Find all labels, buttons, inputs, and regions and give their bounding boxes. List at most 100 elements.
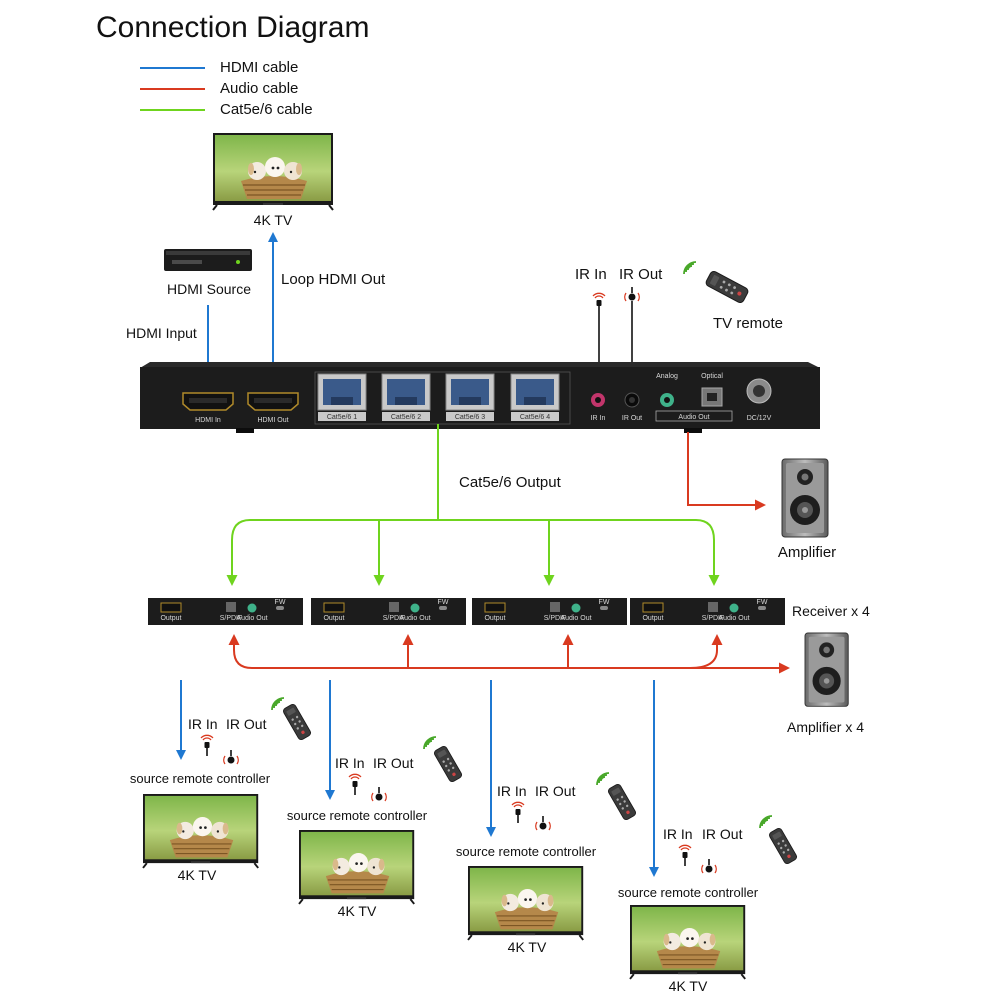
panel-cat-port-3-label: Cat5e/6 3 — [455, 414, 485, 421]
receiver-2-spdif-label: S/PDIF — [383, 615, 406, 622]
panel-cat-port-2: Cat5e/6 2 — [381, 373, 431, 421]
hdmi-source-label: HDMI Source — [167, 281, 251, 297]
amplifier-speaker-icon — [781, 458, 829, 538]
receiver-3-audio-label: Audio Out — [560, 615, 591, 622]
zone-4-tv-label: 4K TV — [669, 978, 708, 994]
receiver-3-output-label: Output — [484, 615, 505, 622]
audio-to-amplifier-cable — [687, 432, 766, 511]
legend-hdmi-label: HDMI cable — [220, 59, 298, 76]
hdmi-input-label: HDMI Input — [126, 325, 197, 341]
panel-audio-out-label: Audio Out — [678, 414, 709, 421]
top-4k-tv: 4K TV — [212, 132, 334, 228]
cat-output-cables — [226, 424, 720, 586]
zone-4-ir-in-sensor-icon — [678, 844, 692, 867]
zone-3-source-remote-label: source remote controller — [456, 844, 597, 859]
panel-dc-power-jack: DC/12V — [746, 378, 772, 422]
receiver-audio-cables — [228, 634, 790, 674]
panel-analog-label: Analog — [656, 373, 678, 380]
top-tv-label: 4K TV — [254, 212, 293, 228]
zone-2: IR In IR Out source remote controller 4K… — [287, 680, 464, 919]
receiver-2: Output S/PDIF Audio Out FW — [311, 598, 466, 625]
panel-cat-port-2-label: Cat5e/6 2 — [391, 414, 421, 421]
panel-hdmi-in-port: HDMI In — [182, 392, 234, 424]
receiver-3-spdif-label: S/PDIF — [544, 615, 567, 622]
amplifier-label: Amplifier — [778, 544, 836, 561]
receiver-4-spdif-label: S/PDIF — [702, 615, 725, 622]
panel-dc-label: DC/12V — [747, 415, 772, 422]
panel-optical-port — [701, 387, 723, 407]
zone-2-remote-icon — [423, 736, 464, 784]
tv-remote-label: TV remote — [713, 315, 783, 332]
hdmi-source-device: HDMI Source — [164, 249, 252, 297]
zone-3-ir-out-label: IR Out — [535, 783, 576, 799]
receiver-3-fw-label: FW — [599, 599, 610, 606]
receiver-4-audio-label: Audio Out — [718, 615, 749, 622]
legend: HDMI cable Audio cable Cat5e/6 cable — [140, 59, 313, 118]
zone-1-ir-in-sensor-icon — [200, 734, 214, 757]
panel-hdmi-in-label: HDMI In — [195, 417, 221, 424]
panel-ir-out-jack: IR Out — [622, 392, 642, 422]
zone-2-ir-in-sensor-icon — [348, 773, 362, 796]
zone-4-ir-out-emitter-icon — [700, 858, 718, 874]
zone-3: IR In IR Out source remote controller 4K… — [456, 680, 638, 955]
amplifier-x4-label: Amplifier x 4 — [787, 719, 864, 735]
zone-1: IR In IR Out source remote controller 4K… — [130, 680, 313, 883]
receiver-1-audio-label: Audio Out — [236, 615, 267, 622]
zone-2-ir-out-emitter-icon — [370, 786, 388, 802]
zone-2-ir-out-label: IR Out — [373, 755, 414, 771]
zone-4-remote-icon — [759, 815, 799, 866]
panel-ir-out-label: IR Out — [622, 415, 642, 422]
zone-3-ir-out-emitter-icon — [534, 815, 552, 831]
receiver-4-output-label: Output — [642, 615, 663, 622]
zone-3-ir-in-label: IR In — [497, 783, 527, 799]
zone-2-ir-in-label: IR In — [335, 755, 365, 771]
zone-3-ir-in-sensor-icon — [511, 801, 525, 824]
panel-hdmi-out-port: HDMI Out — [247, 392, 299, 424]
panel-cat-port-4-label: Cat5e/6 4 — [520, 414, 550, 421]
zone-1-ir-in-label: IR In — [188, 716, 218, 732]
receiver-2-audio-label: Audio Out — [399, 615, 430, 622]
diagram-title: Connection Diagram — [96, 11, 369, 44]
zone-2-source-remote-label: source remote controller — [287, 808, 428, 823]
receiver-2-fw-label: FW — [438, 599, 449, 606]
main-extender-device: HDMI In HDMI Out Cat5e/6 1 Cat5e/6 2 — [140, 362, 820, 433]
zone-4-source-remote-label: source remote controller — [618, 885, 759, 900]
panel-cat-port-1-label: Cat5e/6 1 — [327, 414, 357, 421]
receiver-4-fw-label: FW — [757, 599, 768, 606]
zone-1-ir-out-label: IR Out — [226, 716, 267, 732]
zone-3-tv-label: 4K TV — [508, 939, 547, 955]
panel-cat-port-3: Cat5e/6 3 — [445, 373, 495, 421]
zone-1-source-remote-label: source remote controller — [130, 771, 271, 786]
zone-3-remote-icon — [596, 772, 638, 822]
receiver-1-output-label: Output — [160, 615, 181, 622]
zone-2-tv-label: 4K TV — [338, 903, 377, 919]
loop-hdmi-out-label: Loop HDMI Out — [281, 271, 386, 288]
receiver-2-output-label: Output — [323, 615, 344, 622]
receiver-4: Output S/PDIF Audio Out FW — [630, 598, 785, 625]
zone-1-ir-out-emitter-icon — [222, 749, 240, 765]
receiver-1-spdif-label: S/PDIF — [220, 615, 243, 622]
receiver-1-fw-label: FW — [275, 599, 286, 606]
tv-remote-icon — [683, 261, 750, 305]
receiver-1: Output S/PDIF Audio Out FW — [148, 598, 303, 625]
legend-audio-label: Audio cable — [220, 80, 298, 97]
panel-cat-port-4: Cat5e/6 4 — [510, 373, 560, 421]
amplifier-x4-speaker-icon — [804, 632, 849, 707]
panel-hdmi-out-label: HDMI Out — [257, 417, 288, 424]
panel-ir-in-label: IR In — [591, 415, 606, 422]
panel-ir-in-jack: IR In — [591, 393, 606, 422]
legend-cat-label: Cat5e/6 cable — [220, 101, 313, 118]
main-ir-in-label: IR In — [575, 266, 607, 283]
zone-1-remote-icon — [271, 697, 313, 742]
main-ir-out-emitter-icon — [623, 286, 641, 375]
zone-1-tv-label: 4K TV — [178, 867, 217, 883]
zone-4-ir-out-label: IR Out — [702, 826, 743, 842]
main-ir-out-label: IR Out — [619, 266, 663, 283]
cat-output-label: Cat5e/6 Output — [459, 474, 562, 491]
receiver-3: Output S/PDIF Audio Out FW — [472, 598, 627, 625]
panel-optical-label: Optical — [701, 373, 723, 380]
zone-4-ir-in-label: IR In — [663, 826, 693, 842]
receiver-label: Receiver x 4 — [792, 603, 870, 619]
panel-analog-audio-jack — [660, 393, 674, 407]
